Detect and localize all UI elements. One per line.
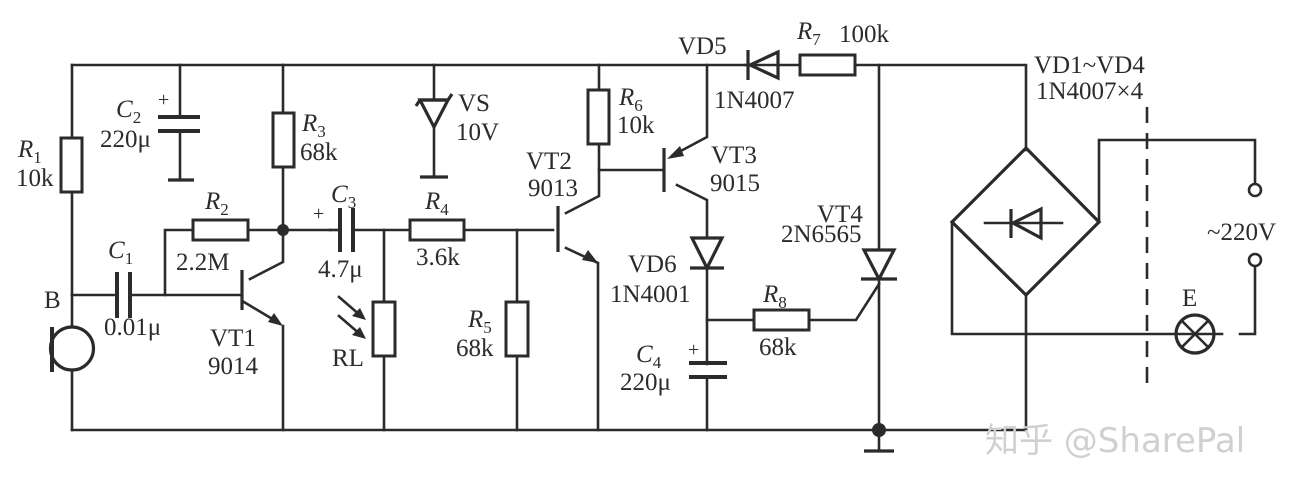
- wire-bridge-left: [950, 220, 1224, 336]
- label-c1-value: 0.01μ: [104, 314, 161, 341]
- label-vd6-value: 1N4001: [610, 281, 691, 308]
- light-arrows-icon: [337, 295, 366, 339]
- junction-dot: [872, 423, 886, 437]
- capacitor-c4: [689, 361, 727, 379]
- label-r7-ref: R7: [796, 18, 821, 49]
- resistor-r5: [504, 300, 530, 358]
- label-r1-ref: R1: [17, 136, 42, 167]
- label-r7-value: 100k: [839, 21, 890, 48]
- label-c4-plus: +: [688, 339, 699, 361]
- label-c2-ref: C2: [116, 96, 141, 127]
- watermark: 知乎 @SharePal: [985, 421, 1245, 461]
- resistor-rl: [371, 300, 397, 358]
- wires: [70, 63, 1257, 453]
- resistor-r4: [408, 218, 466, 242]
- label-c3-ref: C3: [331, 181, 356, 212]
- label-bridge-ref: VD1~VD4: [1034, 52, 1145, 79]
- wire-vt1-c: [248, 228, 285, 281]
- label-vt2-ref: VT2: [526, 148, 572, 175]
- capacitor-c1: [115, 272, 132, 318]
- label-c4-value: 220μ: [620, 369, 671, 396]
- label-vt1-value: 9014: [208, 353, 259, 380]
- label-c3-plus: +: [313, 203, 324, 225]
- label-vt2-value: 9013: [528, 175, 578, 202]
- diode-vd5: [746, 49, 780, 81]
- label-bridge-value: 1N4007×4: [1036, 78, 1144, 105]
- label-vt1-ref: VT1: [210, 325, 256, 352]
- label-c3-value: 4.7μ: [318, 256, 363, 283]
- label-r8-value: 68k: [759, 334, 797, 361]
- thyristor-vt4: [861, 248, 897, 283]
- label-c1-ref: C1: [108, 237, 133, 268]
- bridge-rectifier: [949, 145, 1102, 298]
- wire-r6-bot: [564, 142, 601, 215]
- label-vd6-ref: VD6: [628, 251, 677, 278]
- microphone-b: [48, 325, 96, 372]
- label-r4-ref: R4: [424, 188, 449, 219]
- wire-bridge-right: [1097, 138, 1257, 224]
- wire-r8-right: [807, 282, 881, 322]
- resistor-r8: [752, 308, 811, 332]
- label-vd5-ref: VD5: [678, 33, 727, 60]
- label-vt3-value: 9015: [710, 170, 760, 197]
- wire-r7-right: [853, 63, 1028, 152]
- resistor-r3: [271, 111, 296, 169]
- label-r3-value: 68k: [300, 139, 338, 166]
- label-r6-ref: R6: [618, 84, 643, 115]
- label-vd5-value: 1N4007: [714, 87, 795, 114]
- label-r5-value: 68k: [456, 335, 494, 362]
- transistor-vt1: [240, 270, 283, 326]
- mains-terminal-bottom[interactable]: [1247, 252, 1263, 268]
- capacitor-c2: [158, 115, 200, 182]
- label-vs-value: 10V: [456, 119, 499, 146]
- label-vs-ref: VS: [458, 90, 490, 117]
- transistor-vt2: [556, 206, 598, 263]
- resistor-r2: [191, 218, 250, 242]
- label-rl: RL: [332, 345, 364, 372]
- label-mains: ~220V: [1207, 219, 1276, 246]
- label-r2-ref: R2: [204, 188, 229, 219]
- label-r4-value: 3.6k: [416, 244, 460, 271]
- label-lamp-e: E: [1182, 285, 1197, 312]
- wire-r2: [163, 228, 195, 297]
- wire-vt3-c: [675, 183, 709, 240]
- resistor-r6: [586, 88, 611, 146]
- junction-dot: [277, 224, 289, 236]
- zener-diode-vs: [414, 93, 454, 179]
- wire-vt3-e: [675, 63, 709, 155]
- label-vt4-ref: VT4: [817, 201, 863, 228]
- mains-terminal-top[interactable]: [1247, 182, 1263, 198]
- resistor-r7: [798, 53, 857, 77]
- diode-vd6: [689, 236, 725, 272]
- label-vt3-ref: VT3: [711, 142, 757, 169]
- wire-vt2-e: [564, 246, 600, 432]
- label-c2-value: 220μ: [100, 126, 151, 153]
- label-r2-value: 2.2M: [176, 249, 229, 276]
- label-r3-ref: R3: [301, 110, 326, 141]
- labels: R1 10k C2 220μ + R3 68k R2 2.2M C1 0.01μ…: [16, 18, 1276, 396]
- capacitor-c3: [328, 208, 355, 252]
- transistor-vt3: [662, 146, 684, 192]
- label-c2-plus: +: [158, 89, 169, 111]
- label-r5-ref: R5: [467, 306, 492, 337]
- label-r6-value: 10k: [617, 112, 655, 139]
- lamp-e: [1174, 313, 1216, 355]
- wire-lamp-right: [1238, 265, 1257, 336]
- label-b: B: [44, 287, 61, 314]
- label-vt4-value: 2N6565: [781, 221, 862, 248]
- label-c4-ref: C4: [636, 341, 662, 372]
- resistor-r1: [59, 136, 84, 194]
- label-r8-ref: R8: [762, 281, 787, 312]
- label-r1-value: 10k: [16, 165, 54, 192]
